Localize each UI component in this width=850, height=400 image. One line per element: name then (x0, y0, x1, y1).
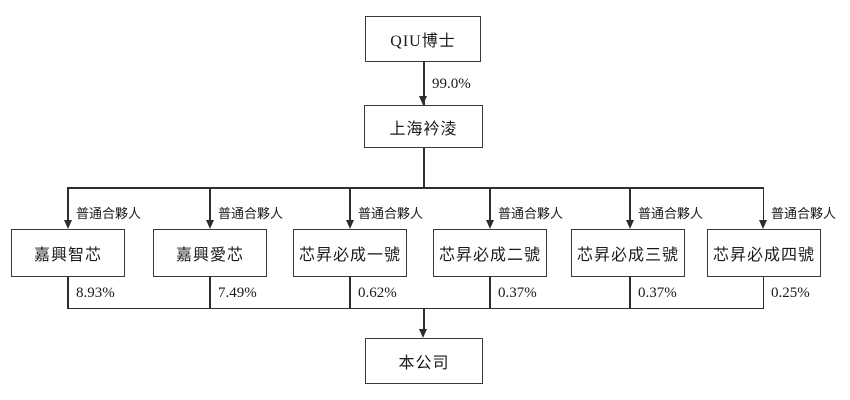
edge-company-arrowhead-icon (419, 329, 428, 338)
branch-3-down-line (349, 277, 351, 309)
branch-1-line (67, 187, 69, 221)
branch-4-percentage: 0.37% (498, 285, 537, 301)
node-jiaxing-aixin: 嘉興愛芯 (153, 229, 267, 277)
edge-root-arrowhead-icon (419, 96, 428, 105)
branch-1-down-line (67, 277, 69, 309)
node-xinsheng-bicheng-4: 芯昇必成四號 (707, 229, 821, 277)
branch-1-percentage: 8.93% (76, 285, 115, 301)
collector-bus-bottom (67, 307, 765, 309)
branch-2-partner-label: 普通合夥人 (218, 206, 284, 221)
branch-3-arrowhead-icon (345, 220, 354, 229)
node-qiu-boshi-label: QIU博士 (390, 33, 456, 50)
branch-5-line (629, 187, 631, 221)
branch-6-percentage: 0.25% (771, 285, 810, 301)
branch-6-arrowhead-icon (759, 220, 768, 229)
edge-root-percentage: 99.0% (432, 76, 471, 92)
node-qiu-boshi: QIU博士 (365, 16, 481, 62)
branch-4-line (489, 187, 491, 221)
branch-3-percentage: 0.62% (358, 285, 397, 301)
branch-6-down-line (762, 277, 765, 309)
branch-6-partner-label: 普通合夥人 (771, 206, 837, 221)
branch-1-partner-label: 普通合夥人 (76, 206, 142, 221)
branch-5-down-line (629, 277, 631, 309)
node-jiaxing-aixin-label: 嘉興愛芯 (175, 247, 244, 264)
node-company: 本公司 (365, 338, 483, 384)
branch-5-percentage: 0.37% (638, 285, 677, 301)
node-shanghai-jinling-label: 上海衿淩 (389, 120, 458, 138)
node-xinsheng-bicheng-3-label: 芯昇必成三號 (576, 247, 679, 264)
branch-2-down-line (209, 277, 211, 309)
branch-5-partner-label: 普通合夥人 (638, 206, 704, 221)
node-xinsheng-bicheng-1: 芯昇必成一號 (293, 229, 407, 277)
edge-company-line (423, 309, 425, 330)
node-xinsheng-bicheng-1-label: 芯昇必成一號 (298, 247, 401, 264)
node-jiaxing-zhixin: 嘉興智芯 (11, 229, 125, 277)
branch-4-arrowhead-icon (485, 220, 494, 229)
branch-2-line (209, 187, 211, 221)
branch-4-partner-label: 普通合夥人 (498, 206, 564, 221)
branch-2-percentage: 7.49% (218, 285, 257, 301)
branch-2-arrowhead-icon (205, 220, 214, 229)
node-xinsheng-bicheng-2: 芯昇必成二號 (433, 229, 547, 277)
node-jiaxing-zhixin-label: 嘉興智芯 (33, 247, 102, 264)
branch-bus-top (68, 187, 764, 189)
edge-holding-stem (423, 148, 425, 188)
node-xinsheng-bicheng-4-label: 芯昇必成四號 (712, 247, 815, 264)
node-shanghai-jinling: 上海衿淩 (364, 105, 483, 148)
branch-3-partner-label: 普通合夥人 (358, 206, 424, 221)
branch-3-line (349, 187, 351, 221)
node-xinsheng-bicheng-3: 芯昇必成三號 (571, 229, 685, 277)
branch-4-down-line (489, 277, 491, 309)
branch-1-arrowhead-icon (63, 220, 72, 229)
edge-root-line (423, 62, 425, 105)
branch-5-arrowhead-icon (625, 220, 634, 229)
node-xinsheng-bicheng-2-label: 芯昇必成二號 (438, 247, 541, 264)
branch-6-line (762, 187, 765, 221)
node-company-label: 本公司 (398, 355, 450, 372)
